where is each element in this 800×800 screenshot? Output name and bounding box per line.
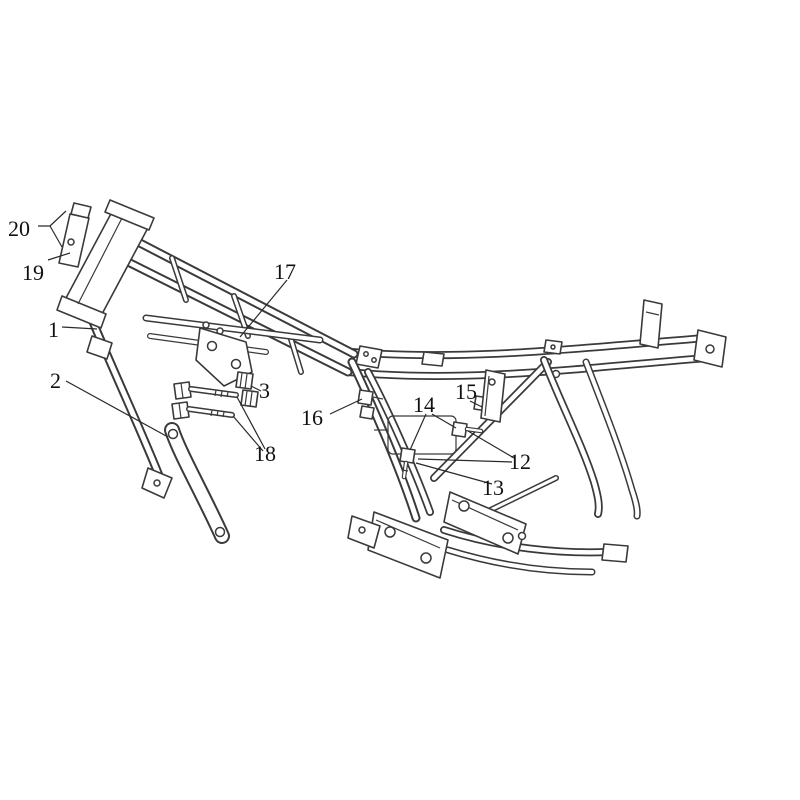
callout-14: 14 <box>413 392 435 417</box>
head-top-cap <box>104 199 155 231</box>
callout-16: 16 <box>301 405 323 430</box>
rear-post <box>639 299 663 349</box>
rear-top-rails <box>344 299 727 380</box>
callout-labels: 20 19 1 2 17 3 18 16 14 15 12 13 <box>8 216 531 500</box>
rail-tab-a <box>421 351 445 367</box>
mount-bolt-lower <box>171 401 235 420</box>
callout-18: 18 <box>254 441 276 466</box>
mount-bolt-upper <box>173 381 239 400</box>
callout-13: 13 <box>482 475 504 500</box>
strap-bracket <box>164 422 230 544</box>
pivot-hole-rear <box>502 532 514 544</box>
stay-end-plate <box>601 543 629 563</box>
pivot-hole-front <box>458 500 470 512</box>
down-tube-tab <box>86 335 113 360</box>
rear-end-hole <box>705 344 715 354</box>
callout-15: 15 <box>455 379 477 404</box>
side-bracket-15 <box>480 369 506 423</box>
fastener-12 <box>451 421 484 438</box>
flange-nuts <box>235 371 259 408</box>
front-down-tube <box>79 295 173 499</box>
callout-17: 17 <box>274 259 296 284</box>
steering-head <box>56 199 155 329</box>
callout-1: 1 <box>48 317 59 342</box>
head-bottom-cap <box>56 295 107 329</box>
fastener-13 <box>399 447 416 480</box>
callout-12: 12 <box>509 449 531 474</box>
rail-bracket <box>355 345 383 369</box>
head-side-tab <box>70 202 92 219</box>
fastener-16 <box>357 389 384 420</box>
leader-lines <box>38 210 515 485</box>
callout-20: 20 <box>8 216 30 241</box>
callout-3: 3 <box>259 378 270 403</box>
callout-2: 2 <box>50 368 61 393</box>
center-down-tubes <box>347 357 449 579</box>
callout-19: 19 <box>22 260 44 285</box>
rear-triangle <box>430 356 641 576</box>
